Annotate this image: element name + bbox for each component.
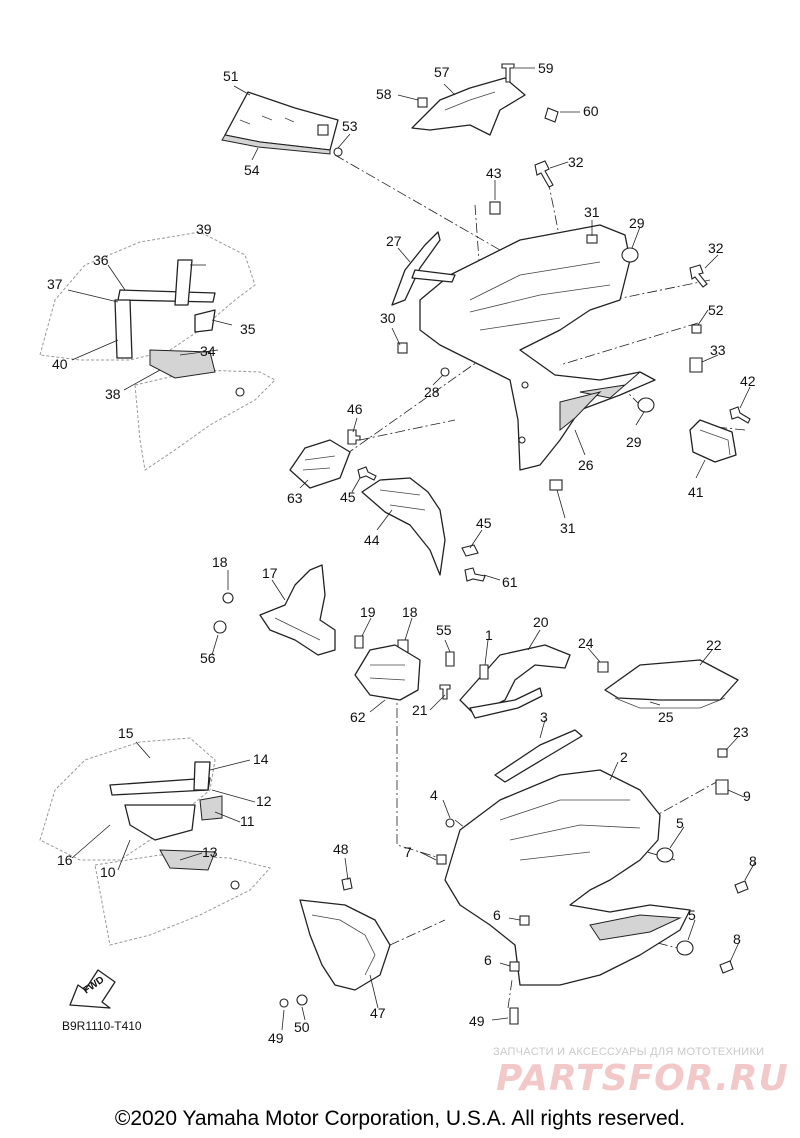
reference-cowl-lower-left	[39, 737, 271, 946]
callout-31b: 31	[560, 520, 576, 536]
callout-51: 51	[223, 68, 239, 84]
leader-lines	[67, 67, 756, 1031]
callout-30: 30	[380, 310, 396, 326]
callout-5a: 5	[676, 815, 684, 831]
part-22-panel	[597, 659, 739, 709]
callout-14: 14	[253, 751, 269, 767]
callout-32b: 32	[708, 240, 724, 256]
callout-28: 28	[424, 384, 440, 400]
callout-38: 38	[105, 386, 121, 402]
callout-37: 37	[47, 276, 63, 292]
callout-6b: 6	[484, 952, 492, 968]
callout-24: 24	[578, 635, 594, 651]
exploded-parts-diagram: FWD B9R1110-T410	[39, 60, 789, 1099]
part-63-bracket	[289, 429, 377, 489]
part-20-stay	[439, 644, 571, 719]
callout-34: 34	[200, 343, 216, 359]
callout-35: 35	[240, 321, 256, 337]
callout-17: 17	[262, 565, 278, 581]
part-17-bracket	[213, 564, 409, 656]
callout-57: 57	[434, 64, 450, 80]
callout-53: 53	[342, 118, 358, 134]
callout-4: 4	[430, 787, 438, 803]
reference-cowl-upper-left	[39, 231, 276, 471]
callout-2: 2	[620, 749, 628, 765]
callout-6a: 6	[493, 907, 501, 923]
part-41-bracket	[689, 419, 737, 463]
callout-21: 21	[412, 702, 428, 718]
part-47-inner-panel	[279, 877, 519, 1025]
watermark-subtitle: ЗАПЧАСТИ И АКСЕССУАРЫ ДЛЯ МОТОТЕХНИКИ	[493, 1046, 764, 1058]
callout-39: 39	[196, 221, 212, 237]
callout-25: 25	[658, 709, 674, 725]
part-62-bracket	[354, 644, 421, 701]
callout-62: 62	[350, 709, 366, 725]
part-51-upper-cover	[221, 91, 343, 157]
callout-15: 15	[118, 725, 134, 741]
callout-11: 11	[240, 813, 255, 829]
drawing-code: B9R1110-T410	[62, 1019, 142, 1033]
callout-45b: 45	[476, 515, 492, 531]
small-hardware-upper	[397, 160, 751, 424]
callout-49a: 49	[268, 1030, 284, 1046]
callout-49b: 49	[469, 1013, 485, 1029]
callout-8a: 8	[749, 853, 757, 869]
part-26-side-cowl	[419, 201, 656, 491]
callout-27: 27	[386, 233, 402, 249]
callout-52: 52	[708, 302, 724, 318]
callout-56: 56	[200, 650, 216, 666]
callout-3: 3	[540, 709, 548, 725]
callout-29b: 29	[626, 434, 642, 450]
callout-40: 40	[52, 356, 68, 372]
callout-50: 50	[294, 1019, 310, 1035]
callout-42: 42	[740, 373, 756, 389]
part-27-strip	[391, 231, 456, 306]
callout-10: 10	[100, 864, 116, 880]
callout-44: 44	[364, 532, 380, 548]
callout-numbers: 1 2 3 4 5 5 6 6 7 8 8 9 10 11 12 13 14 1…	[47, 60, 757, 1046]
callout-8b: 8	[733, 931, 741, 947]
callout-18b: 18	[402, 604, 418, 620]
callout-20: 20	[533, 614, 549, 630]
callout-63: 63	[287, 490, 303, 506]
forward-arrow-icon: FWD	[69, 969, 116, 1009]
callout-33: 33	[710, 342, 726, 358]
callout-18a: 18	[212, 554, 228, 570]
callout-32a: 32	[568, 154, 584, 170]
callout-48: 48	[333, 841, 349, 857]
callout-61: 61	[502, 574, 518, 590]
callout-54: 54	[244, 162, 260, 178]
part-57-bracket	[411, 63, 559, 136]
watermark: ЗАПЧАСТИ И АКСЕССУАРЫ ДЛЯ МОТОТЕХНИКИ PA…	[493, 1046, 789, 1099]
callout-58: 58	[376, 86, 392, 102]
callout-59: 59	[538, 60, 554, 76]
callout-36: 36	[93, 252, 109, 268]
part-2-lower-cowl	[436, 729, 749, 986]
callout-55: 55	[436, 622, 452, 638]
callout-7: 7	[404, 844, 412, 860]
callout-29a: 29	[629, 215, 645, 231]
callout-19: 19	[360, 604, 376, 620]
callout-41: 41	[688, 484, 704, 500]
callout-5b: 5	[688, 907, 696, 923]
watermark-logo: PARTSFOR.RU	[496, 1058, 789, 1099]
callout-31a: 31	[584, 204, 600, 220]
callout-12: 12	[256, 793, 272, 809]
copyright-notice: ©2020 Yamaha Motor Corporation, U.S.A. A…	[114, 1107, 686, 1130]
callout-45a: 45	[340, 489, 356, 505]
callout-43: 43	[486, 165, 502, 181]
callout-13: 13	[202, 844, 218, 860]
callout-46: 46	[347, 401, 363, 417]
callout-22: 22	[706, 637, 722, 653]
part-44-duct	[361, 477, 486, 582]
callout-26: 26	[578, 457, 594, 473]
callout-1: 1	[485, 627, 493, 643]
callout-47: 47	[370, 1005, 386, 1021]
callout-16: 16	[57, 852, 73, 868]
callout-9: 9	[743, 788, 751, 804]
callout-60: 60	[583, 103, 599, 119]
callout-23: 23	[733, 724, 749, 740]
